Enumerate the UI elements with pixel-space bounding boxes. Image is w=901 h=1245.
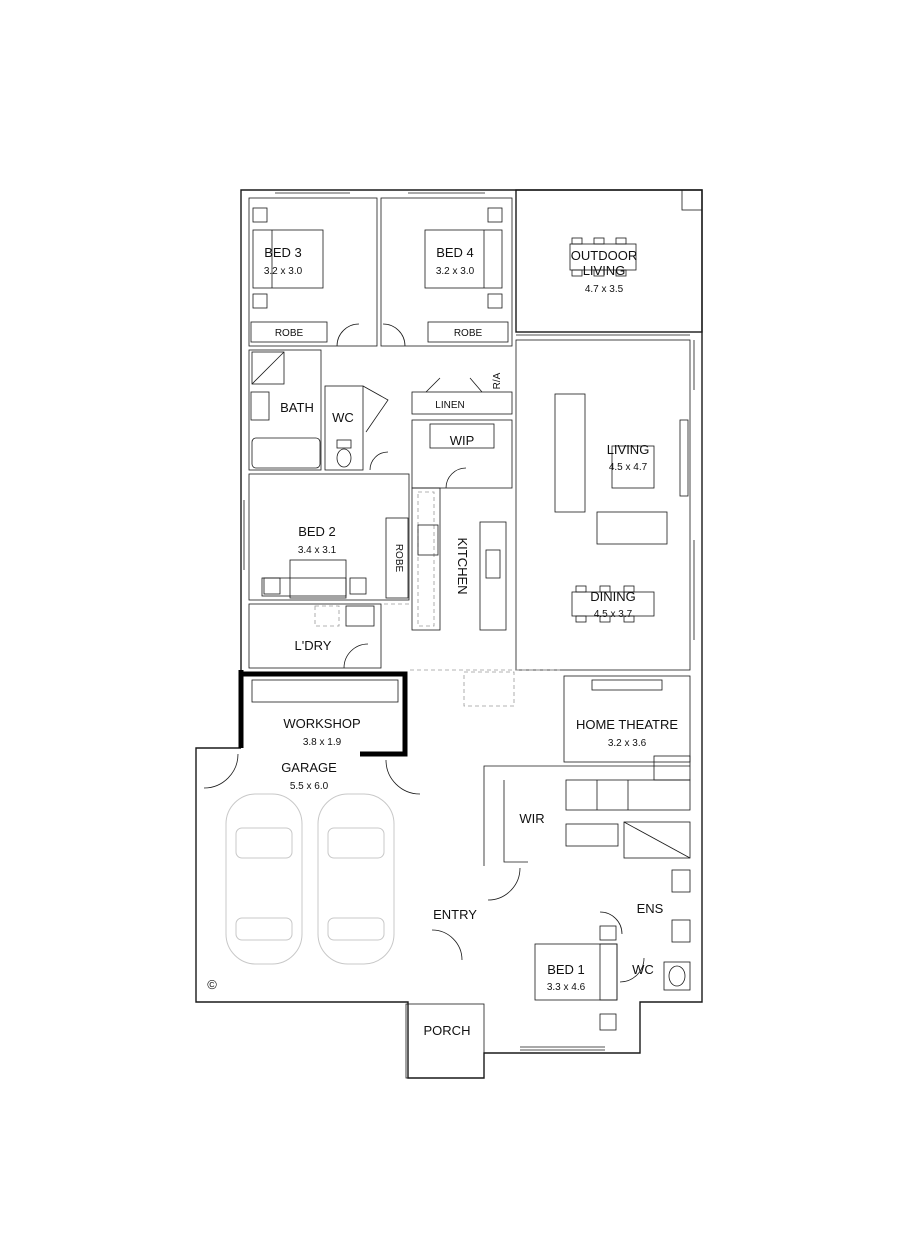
bed3-dims: 3.2 x 3.0 xyxy=(264,266,303,277)
workshop-dims: 3.8 x 1.9 xyxy=(303,737,342,748)
dining-dims: 4.5 x 3.7 xyxy=(594,609,633,620)
outdoor-living-label-line1: OUTDOOR xyxy=(571,248,637,263)
kitchen-zone xyxy=(384,377,513,631)
laundry-zone xyxy=(248,603,382,669)
room-labels: BED 3 3.2 x 3.0 BED 4 3.2 x 3.0 OUTDOOR … xyxy=(207,245,678,1038)
bed4-label: BED 4 xyxy=(436,245,474,260)
bath-label: BATH xyxy=(280,400,314,415)
linen-label: LINEN xyxy=(435,400,464,411)
wir-label: WIR xyxy=(519,811,544,826)
bed2-label: BED 2 xyxy=(298,524,336,539)
bed1-label: BED 1 xyxy=(547,962,585,977)
living-dims: 4.5 x 4.7 xyxy=(609,462,648,473)
bed4-dims: 3.2 x 3.0 xyxy=(436,266,475,277)
garage-label: GARAGE xyxy=(281,760,337,775)
outdoor-living-dims: 4.7 x 3.5 xyxy=(585,284,624,295)
ensuite-wc-label: WC xyxy=(632,962,654,977)
garage-dims: 5.5 x 6.0 xyxy=(290,781,329,792)
living-label: LIVING xyxy=(607,442,650,457)
bed2-zone xyxy=(243,473,410,601)
copyright-symbol: © xyxy=(207,977,217,992)
kitchen-label: KITCHEN xyxy=(455,537,470,594)
wc-label: WC xyxy=(332,410,354,425)
bedroom-wing xyxy=(248,192,513,347)
bed3-label: BED 3 xyxy=(264,245,302,260)
wip-label: WIP xyxy=(450,433,475,448)
porch-label: PORCH xyxy=(424,1023,471,1038)
bath-zone xyxy=(248,349,389,471)
home-theatre-dims: 3.2 x 3.6 xyxy=(608,738,647,749)
ra-label: R/A xyxy=(492,372,503,389)
robe-bed4-label: ROBE xyxy=(454,328,483,339)
outdoor-living-area xyxy=(515,189,703,336)
robe-bed3-label: ROBE xyxy=(275,328,304,339)
home-theatre-zone xyxy=(463,671,691,811)
bed2-dims: 3.4 x 3.1 xyxy=(298,545,337,556)
exterior-walls xyxy=(195,189,703,1079)
entry-label: ENTRY xyxy=(433,907,477,922)
robe-bed2-label: ROBE xyxy=(393,544,404,573)
dining-label: DINING xyxy=(590,589,636,604)
garage-zone xyxy=(203,670,421,965)
outdoor-living-label-line2: LIVING xyxy=(583,263,626,278)
home-theatre-label: HOME THEATRE xyxy=(576,717,678,732)
master-suite-zone xyxy=(405,765,691,1079)
living-dining-zone xyxy=(410,339,695,671)
ens-label: ENS xyxy=(637,901,664,916)
laundry-label: L'DRY xyxy=(295,638,332,653)
workshop-label: WORKSHOP xyxy=(283,716,360,731)
bed1-dims: 3.3 x 4.6 xyxy=(547,982,586,993)
